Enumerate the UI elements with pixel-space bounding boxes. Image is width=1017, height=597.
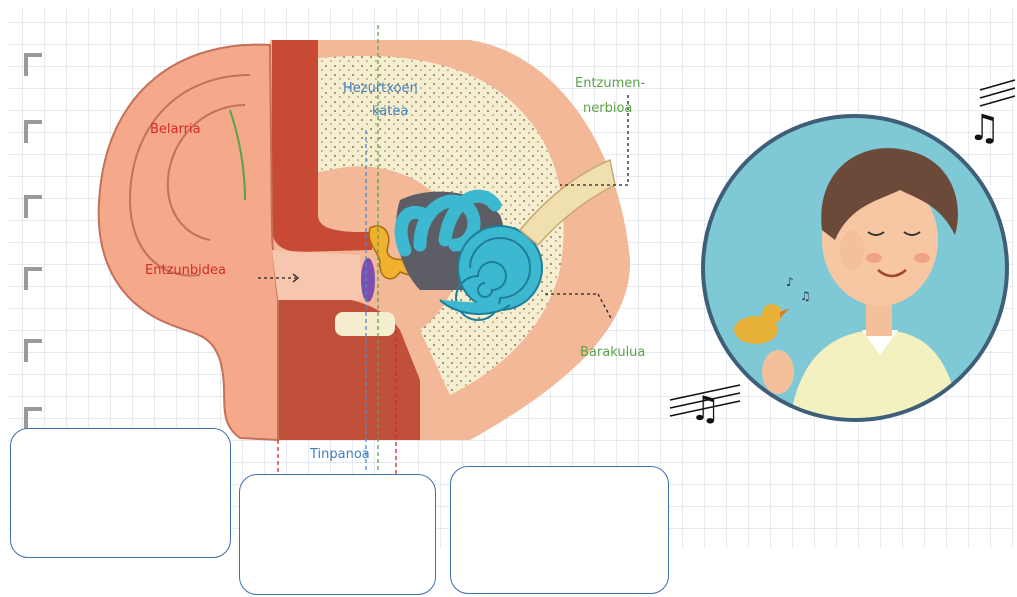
answer-box-2[interactable] [239, 474, 436, 595]
answer-box-3[interactable] [450, 466, 669, 594]
svg-text:♪: ♪ [786, 275, 794, 289]
label-entzumen-line1: Entzumen- [575, 75, 645, 92]
label-hezurtxoen-line2: katea [372, 103, 408, 120]
label-entzunbidea: Entzunbidea [145, 262, 226, 279]
svg-text:♫: ♫ [800, 289, 811, 303]
label-hezurtxoen-line1: Hezurtxoen [343, 80, 418, 97]
bone-fragment [335, 312, 395, 336]
label-entzumen-line2: nerbioa [583, 100, 632, 117]
eardrum [361, 258, 375, 302]
boy-listening-illustration: ♪ ♫ [703, 116, 1007, 420]
ear-canal [272, 250, 362, 300]
svg-text:♫: ♫ [968, 108, 1000, 149]
label-barakulua: Barakulua [580, 344, 645, 361]
answer-box-1[interactable] [10, 428, 231, 558]
label-belarria: Belarria [150, 121, 201, 138]
label-tinpanoa: Tinpanoa [310, 446, 370, 463]
